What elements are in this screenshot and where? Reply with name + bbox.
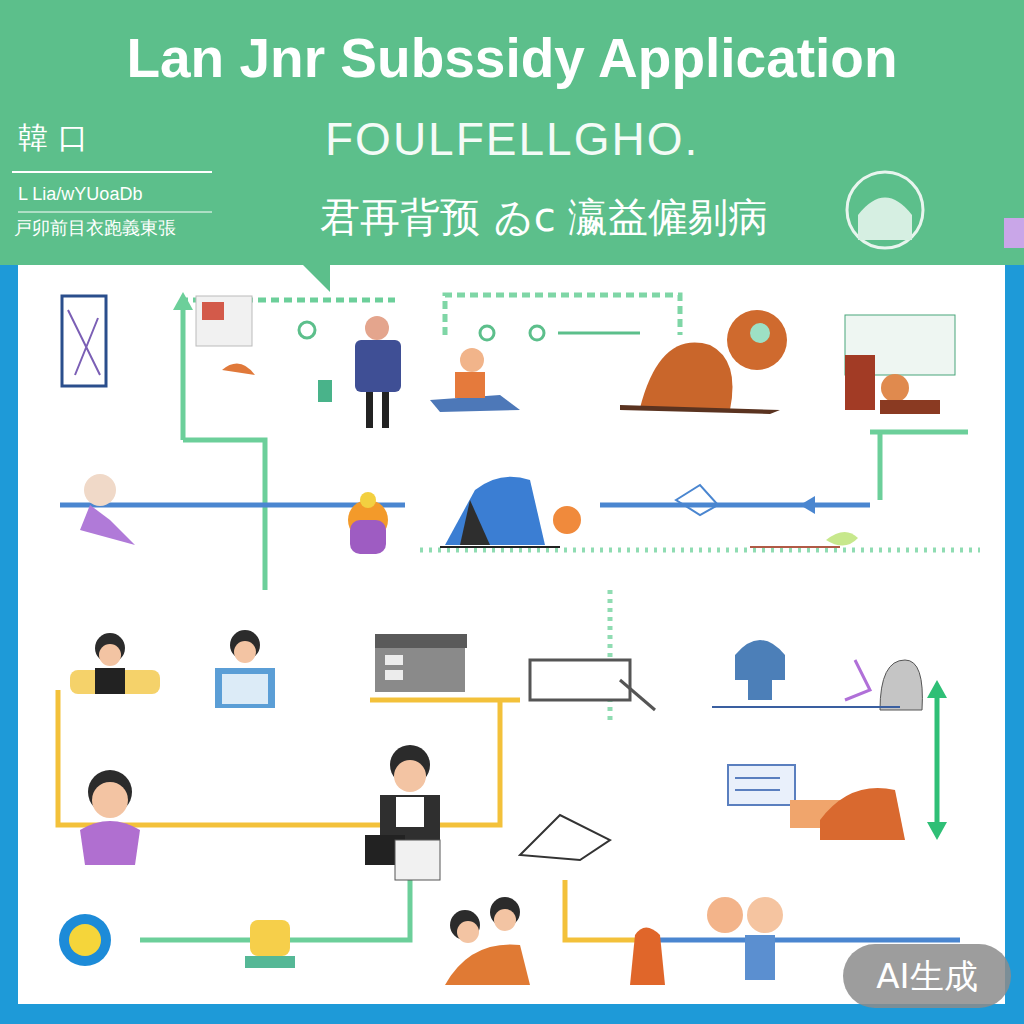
corner-text: 韓 口	[18, 118, 88, 159]
small-note: 戸卯前目衣跑義東張	[14, 216, 176, 240]
watermark: AI生成	[843, 944, 1011, 1008]
page-title: Lan Jnr Subssidy Application	[0, 28, 1024, 89]
subtitle-text: FOULFELLGHO.	[325, 112, 699, 166]
small-note: L Lia/wYUoaDb	[18, 184, 142, 205]
chinese-subtitle: 君再背预 ゐc 瀛益僱剔病	[320, 190, 768, 245]
